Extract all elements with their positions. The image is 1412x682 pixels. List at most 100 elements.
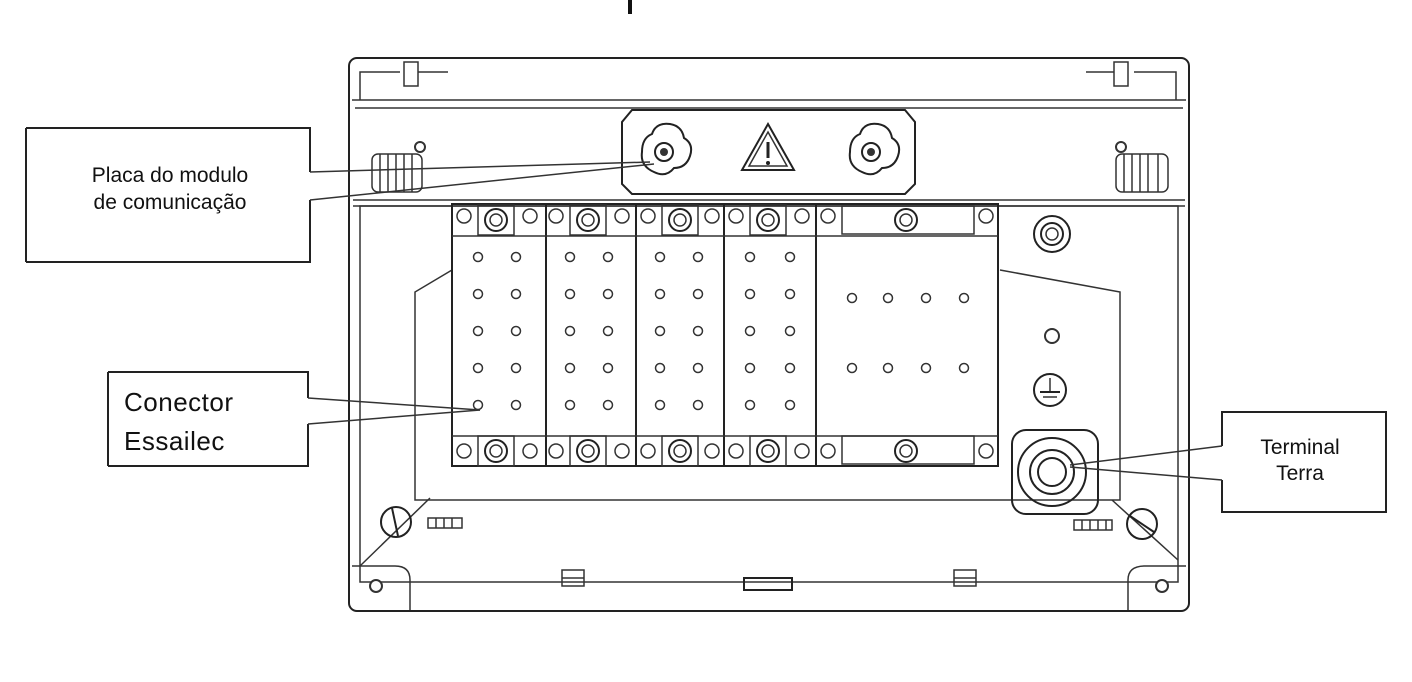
- fixing-screw: [894, 439, 918, 463]
- contact-hole: [958, 362, 970, 374]
- contact-hole: [784, 362, 796, 374]
- blank-plate-tab: [841, 435, 975, 465]
- fixing-screw-core: [489, 213, 503, 227]
- essailec-connector-block: [451, 203, 999, 467]
- contact-hole: [744, 362, 756, 374]
- contact-hole: [602, 325, 614, 337]
- contact-hole: [510, 251, 522, 263]
- contact-hole: [784, 251, 796, 263]
- screw-boss: [661, 435, 699, 467]
- fixing-screw-core: [761, 444, 775, 458]
- contact-hole: [744, 288, 756, 300]
- small-screw-hole: [456, 443, 472, 459]
- fixing-screw: [484, 439, 508, 463]
- small-screw-hole: [548, 443, 564, 459]
- screw-boss: [569, 204, 607, 236]
- ground-label-line1: Terminal: [1260, 436, 1339, 459]
- inner-frame: [359, 205, 1179, 583]
- bottom-right-slotted-screw: [1073, 499, 1179, 561]
- bottom-left-mount-hole: [352, 565, 411, 610]
- contact-hole: [602, 251, 614, 263]
- screw-boss: [749, 204, 787, 236]
- contact-hole: [692, 251, 704, 263]
- fixing-screw-core: [673, 213, 687, 227]
- contact-hole: [564, 251, 576, 263]
- contact-hole: [510, 362, 522, 374]
- essailec-label-line1: Conector: [124, 387, 234, 417]
- fixing-screw: [576, 208, 600, 232]
- fixing-screw-core: [673, 444, 687, 458]
- left-locking-knob: [371, 141, 426, 193]
- screw-boss: [477, 435, 515, 467]
- fixing-screw-core: [581, 444, 595, 458]
- contact-hole: [654, 325, 666, 337]
- contact-hole: [882, 292, 894, 304]
- small-screw-hole: [456, 208, 472, 224]
- small-screw-hole: [820, 443, 836, 459]
- fixing-screw: [668, 439, 692, 463]
- contact-hole: [920, 292, 932, 304]
- small-screw-hole: [978, 208, 994, 224]
- small-screw-hole: [614, 208, 630, 224]
- contact-hole: [846, 292, 858, 304]
- contact-hole: [784, 399, 796, 411]
- contact-hole: [958, 292, 970, 304]
- small-screw-hole: [704, 208, 720, 224]
- contact-hole: [564, 399, 576, 411]
- relay-housing: [348, 57, 1190, 612]
- contact-hole: [564, 362, 576, 374]
- callout-comm-module: Placa do modulo de comunicação: [25, 127, 655, 263]
- right-locking-knob: [1115, 141, 1169, 193]
- fixing-screws: [456, 204, 994, 467]
- ground-label-line2: Terra: [1276, 462, 1324, 485]
- small-screw-hole: [978, 443, 994, 459]
- contact-hole: [510, 325, 522, 337]
- contact-hole: [602, 399, 614, 411]
- contact-hole: [692, 288, 704, 300]
- fixing-screw: [668, 208, 692, 232]
- fixing-screw-core: [581, 213, 595, 227]
- ground-symbol-icon: [1033, 373, 1067, 407]
- essailec-label-line2: Essailec: [124, 426, 225, 456]
- fixing-screw-core: [899, 444, 913, 458]
- contact-hole: [472, 362, 484, 374]
- contact-hole: [564, 288, 576, 300]
- small-screw-hole: [728, 208, 744, 224]
- connector-recess-outline: [414, 269, 1121, 501]
- top-right-hinge: [1086, 61, 1177, 100]
- fixing-screw: [576, 439, 600, 463]
- small-screw-hole: [794, 443, 810, 459]
- fixing-screw: [756, 208, 780, 232]
- contact-hole: [654, 399, 666, 411]
- fixing-screw: [894, 208, 918, 232]
- bottom-latch-center: [743, 577, 793, 591]
- contact-hole: [654, 251, 666, 263]
- contact-hole: [692, 325, 704, 337]
- contact-hole: [472, 325, 484, 337]
- callout-essailec: Conector Essailec: [107, 371, 481, 467]
- fixing-screw-core: [761, 213, 775, 227]
- screw-boss: [661, 204, 699, 236]
- comm-module-label-line2: de comunicação: [94, 191, 247, 214]
- contact-hole: [692, 362, 704, 374]
- contact-hole: [882, 362, 894, 374]
- contact-hole: [654, 288, 666, 300]
- contact-hole: [472, 399, 484, 411]
- contact-hole: [602, 362, 614, 374]
- contact-hole: [744, 399, 756, 411]
- bottom-left-slotted-screw: [359, 497, 463, 567]
- contact-hole: [920, 362, 932, 374]
- contact-hole: [510, 399, 522, 411]
- small-screw-hole: [794, 208, 810, 224]
- contact-hole: [692, 399, 704, 411]
- small-screw-hole: [522, 208, 538, 224]
- fixing-screw-core: [899, 213, 913, 227]
- small-screw-hole: [640, 208, 656, 224]
- left-thumb-screw: [640, 122, 693, 176]
- fixing-screw-core: [489, 444, 503, 458]
- contact-hole: [510, 288, 522, 300]
- small-screw-hole: [548, 208, 564, 224]
- contact-hole: [564, 325, 576, 337]
- contact-grid: [472, 251, 970, 411]
